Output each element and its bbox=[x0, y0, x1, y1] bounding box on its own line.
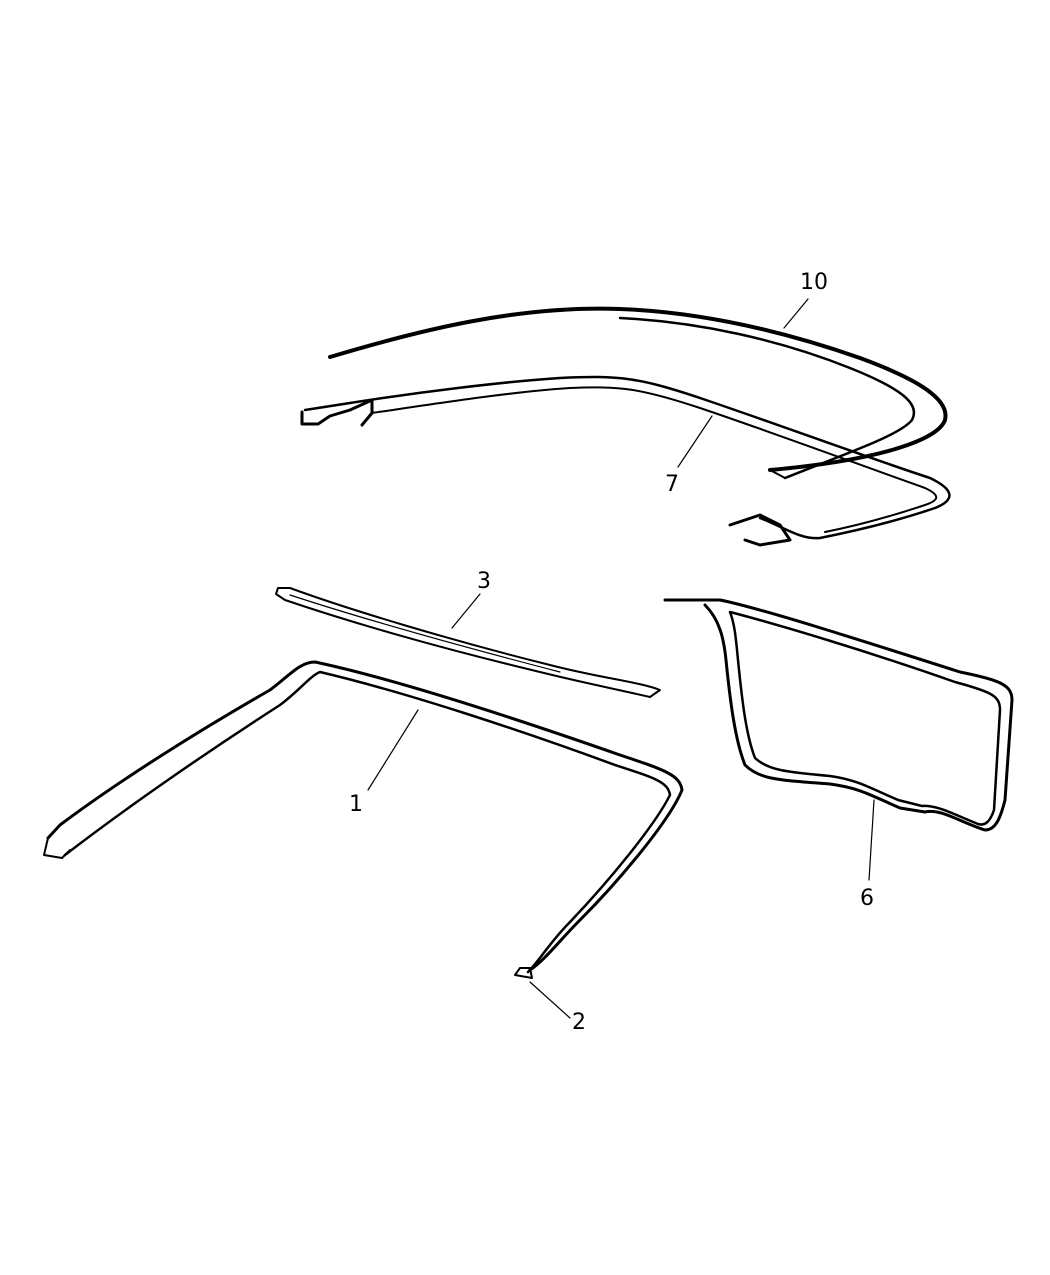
leader-6 bbox=[868, 799, 875, 881]
leader-3 bbox=[451, 593, 481, 629]
callout-3: 3 bbox=[477, 569, 491, 594]
leader-2 bbox=[529, 981, 571, 1019]
callout-6: 6 bbox=[860, 886, 874, 911]
part-6-door-weatherstrip bbox=[663, 598, 1014, 832]
part-3-header-strip bbox=[275, 587, 661, 698]
leader-10 bbox=[783, 298, 809, 329]
callout-7: 7 bbox=[665, 472, 679, 497]
callout-2: 2 bbox=[572, 1010, 586, 1035]
callout-10: 10 bbox=[800, 270, 828, 295]
part-10-roof-seal bbox=[328, 306, 948, 480]
leader-1 bbox=[367, 709, 419, 791]
leader-7 bbox=[677, 415, 713, 468]
leader-lines bbox=[367, 298, 875, 1019]
part-7-roof-rail bbox=[300, 375, 951, 547]
callout-1: 1 bbox=[349, 792, 363, 817]
part-1-windshield-frame bbox=[43, 660, 684, 979]
